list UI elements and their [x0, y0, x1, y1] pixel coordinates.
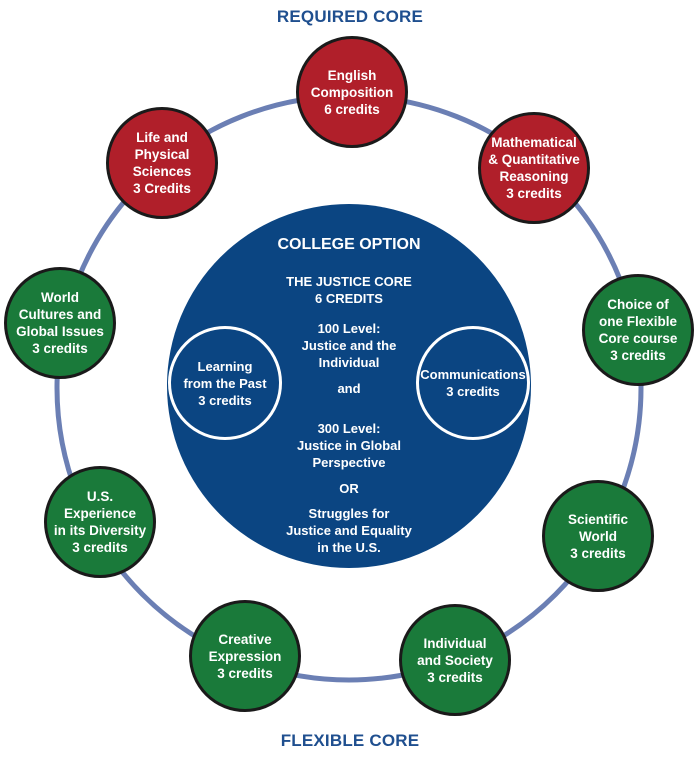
node-world-cultures: World Cultures and Global Issues 3 credi… — [4, 267, 116, 379]
node-label: English Composition 6 credits — [310, 67, 394, 117]
level-100-text: 100 Level: Justice and the Individual — [301, 321, 397, 370]
node-label: World Cultures and Global Issues 3 credi… — [16, 290, 104, 356]
node-label: Individual and Society 3 credits — [417, 635, 493, 685]
node-label: U.S. Experience in its Diversity 3 credi… — [53, 489, 147, 555]
flexible-core-heading: FLEXIBLE CORE — [280, 731, 420, 750]
node-scientific-world: Scientific World 3 credits — [542, 480, 654, 592]
node-mathematical-reasoning: Mathematical & Quantitative Reasoning 3 … — [478, 112, 590, 224]
node-creative-expression: Creative Expression 3 credits — [189, 600, 301, 712]
node-label: Creative Expression 3 credits — [208, 631, 282, 681]
node-english-composition: English Composition 6 credits — [296, 36, 408, 148]
and-text: and — [337, 381, 361, 396]
node-label: Choice of one Flexible Core course 3 cre… — [598, 297, 678, 363]
node-life-physical-sciences: Life and Physical Sciences 3 Credits — [106, 107, 218, 219]
node-individual-society: Individual and Society 3 credits — [399, 604, 511, 716]
node-label: Mathematical & Quantitative Reasoning 3 … — [488, 135, 580, 201]
node-label: Scientific World 3 credits — [567, 511, 629, 561]
struggles-text: Struggles for Justice and Equality in th… — [286, 506, 412, 555]
level-300-text: 300 Level: Justice in Global Perspective — [296, 421, 402, 470]
justice-core-subtitle: THE JUSTICE CORE 6 CREDITS — [286, 274, 412, 306]
college-option-title: COLLEGE OPTION — [277, 236, 421, 253]
required-core-heading: REQUIRED CORE — [276, 7, 424, 26]
node-us-experience: U.S. Experience in its Diversity 3 credi… — [44, 466, 156, 578]
learning-from-the-past-circle: Learning from the Past 3 credits — [168, 326, 282, 440]
communications-circle: Communications 3 credits — [416, 326, 530, 440]
or-text: OR — [339, 481, 359, 496]
node-label: Life and Physical Sciences 3 Credits — [132, 130, 192, 196]
node-choice-flexible-core: Choice of one Flexible Core course 3 cre… — [582, 274, 694, 386]
